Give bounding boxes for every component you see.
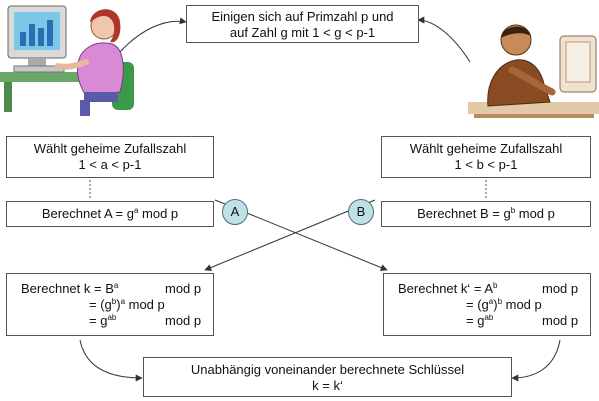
right-key-row-3-mod: mod p: [542, 313, 579, 328]
right-compute-formula: Berechnet B = gb mod p: [417, 206, 555, 221]
left-compute-formula: Berechnet A = ga mod p: [41, 206, 179, 221]
left-key-row-3-mod: mod p: [165, 313, 202, 328]
right-key-row-2: = (ga)b mod p: [466, 297, 542, 312]
right-secret-line-1: Wählt geheime Zufallszahl: [409, 141, 563, 156]
woman-at-computer-clipart: [0, 5, 134, 116]
right-secret-line-2: 1 < b < p-1: [454, 157, 518, 172]
public-value-B-badge: B: [348, 199, 374, 225]
left-key-row-3: = gab: [89, 313, 117, 328]
arrow-left-to-result: [79, 339, 143, 382]
result-line-1: Unabhängig voneinander berechnete Schlüs…: [190, 362, 465, 377]
left-key-row-1-mod: mod p: [165, 281, 202, 296]
right-key-row-1: Berechnet k‘ = Ab: [398, 281, 498, 296]
agreement-box: Einigen sich auf Primzahl p und auf Zahl…: [186, 5, 419, 43]
left-secret-line-1: Wählt geheime Zufallszahl: [33, 141, 187, 156]
left-secret-line-2: 1 < a < p-1: [78, 157, 142, 172]
result-box: Unabhängig voneinander berechnete Schlüs…: [143, 357, 512, 397]
right-key-box: Berechnet k‘ = Ab mod p = (ga)b mod p = …: [383, 273, 591, 336]
arrow-woman-to-agreement: [119, 17, 187, 53]
result-line-2: k = k‘: [312, 378, 343, 393]
agreement-line-2: auf Zahl g mit 1 < g < p-1: [229, 25, 376, 40]
left-key-row-1: Berechnet k = Ba: [21, 281, 119, 296]
arrow-B-to-left: [204, 199, 376, 271]
right-key-row-3: = gab: [466, 313, 494, 328]
man-at-computer-clipart: [468, 24, 599, 118]
left-key-box: Berechnet k = Ba mod p = (gb)a mod p = g…: [6, 273, 214, 336]
agreement-line-1: Einigen sich auf Primzahl p und: [211, 9, 394, 24]
right-compute-box: Berechnet B = gb mod p: [381, 201, 591, 227]
right-key-row-1-mod: mod p: [542, 281, 579, 296]
public-value-A-badge: A: [222, 199, 248, 225]
left-key-row-2: = (gb)a mod p: [89, 297, 165, 312]
left-secret-box: Wählt geheime Zufallszahl 1 < a < p-1: [6, 136, 214, 178]
arrow-right-to-result: [511, 339, 561, 382]
left-compute-box: Berechnet A = ga mod p: [6, 201, 214, 227]
right-secret-box: Wählt geheime Zufallszahl 1 < b < p-1: [381, 136, 591, 178]
arrow-man-to-agreement: [417, 16, 471, 63]
